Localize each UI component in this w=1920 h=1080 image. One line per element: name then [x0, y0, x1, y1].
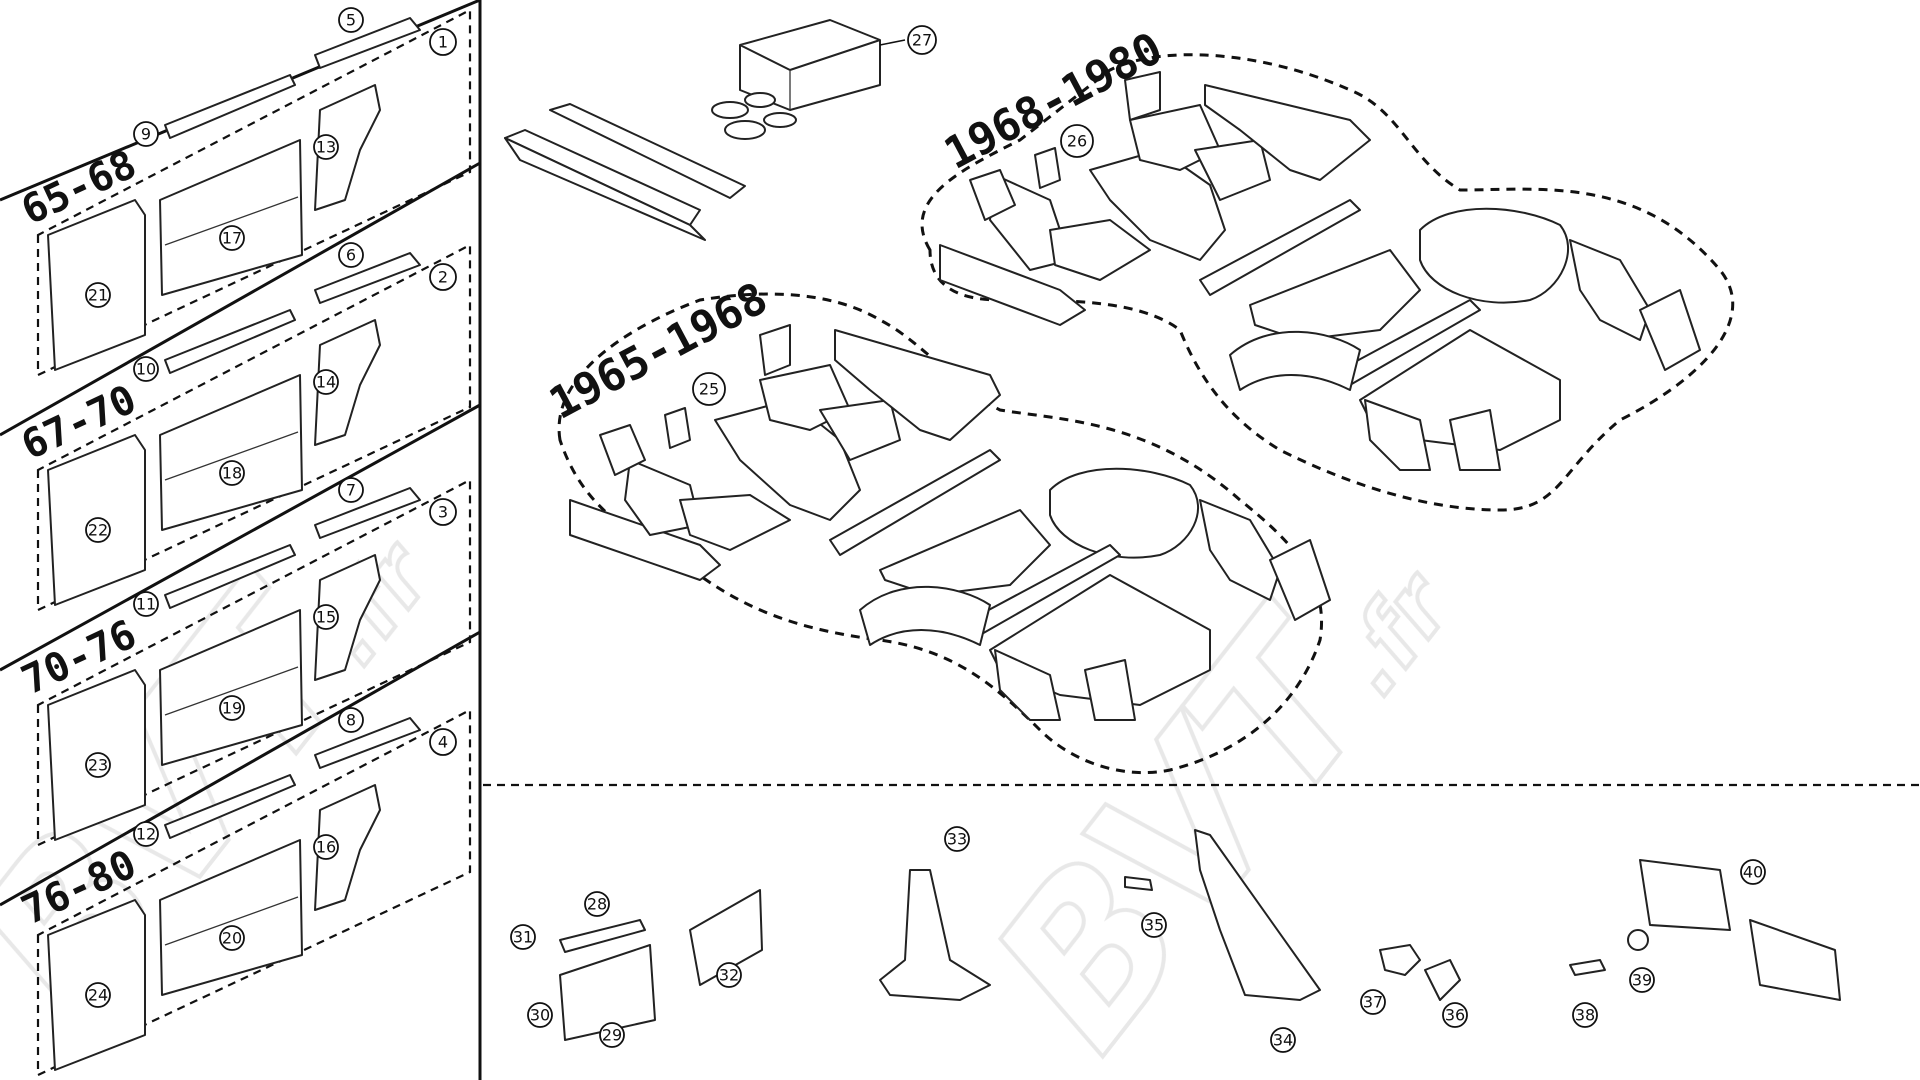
part-number: 8: [346, 711, 356, 730]
panel-32[interactable]: [689, 889, 763, 986]
part-number: 5: [346, 11, 356, 30]
clip-37[interactable]: [1379, 944, 1421, 976]
part-number: 17: [222, 229, 242, 248]
watermark-right: BVT.fr: [946, 482, 1497, 1080]
part-number: 15: [316, 608, 336, 627]
clip-36[interactable]: [1424, 959, 1461, 1001]
part-number: 11: [136, 595, 156, 614]
trim-bar-28[interactable]: [559, 919, 646, 953]
part-number: 12: [136, 825, 156, 844]
part-number: 38: [1575, 1006, 1595, 1025]
part-number: 39: [1632, 971, 1652, 990]
part-number: 29: [602, 1026, 622, 1045]
small-parts: 28 29 30 31 32 33 34 35 36 37 38 39 40: [510, 826, 1841, 1053]
part-number: 1: [438, 33, 448, 52]
part-number: 4: [438, 733, 448, 752]
gear-boot-33[interactable]: [879, 869, 991, 1001]
part-number: 21: [88, 286, 108, 305]
part-number: 35: [1144, 916, 1164, 935]
part-number: 28: [587, 895, 607, 914]
part-number: 33: [947, 830, 967, 849]
part-number: 23: [88, 756, 108, 775]
part-number: 22: [88, 521, 108, 540]
part-number: 16: [316, 838, 336, 857]
grommet-box-27[interactable]: 27: [711, 19, 937, 140]
part-number: 37: [1363, 993, 1383, 1012]
part-number: 30: [530, 1006, 550, 1025]
part-number: 3: [438, 503, 448, 522]
pad-40a[interactable]: [1639, 859, 1731, 931]
part-number: 34: [1273, 1031, 1293, 1050]
screw-38[interactable]: [1569, 959, 1606, 976]
part-number: 13: [316, 138, 336, 157]
part-number: 36: [1445, 1006, 1465, 1025]
part-number: 27: [912, 31, 932, 50]
part-number: 40: [1743, 863, 1763, 882]
floor-carpet-set-1968-1980[interactable]: 1968-1980 26: [920, 23, 1734, 512]
pad-40b[interactable]: [1749, 919, 1841, 1001]
part-number: 18: [222, 464, 242, 483]
part-number: 10: [136, 360, 156, 379]
part-number: 2: [438, 268, 448, 287]
screw-35[interactable]: [1124, 876, 1153, 891]
sill-trim-parts[interactable]: [504, 103, 746, 241]
washer-39[interactable]: [1627, 929, 1649, 951]
part-number: 14: [316, 373, 336, 392]
part-number: 20: [222, 929, 242, 948]
part-number: 7: [346, 481, 356, 500]
floor-set-number: 25: [699, 380, 719, 399]
door-panel-sets: 65-6815913172167-70261014182270-76371115…: [15, 7, 472, 1077]
trim-strip-34[interactable]: [1194, 829, 1321, 1001]
part-number: 24: [88, 986, 108, 1005]
part-number: 32: [719, 966, 739, 985]
part-number: 19: [222, 699, 242, 718]
part-number: 31: [513, 928, 533, 947]
floor-set-label: 1965-1968: [541, 273, 775, 430]
part-number: 9: [141, 125, 151, 144]
part-number: 6: [346, 246, 356, 265]
panel-29[interactable]: [559, 944, 656, 1041]
floor-set-number: 26: [1067, 132, 1087, 151]
